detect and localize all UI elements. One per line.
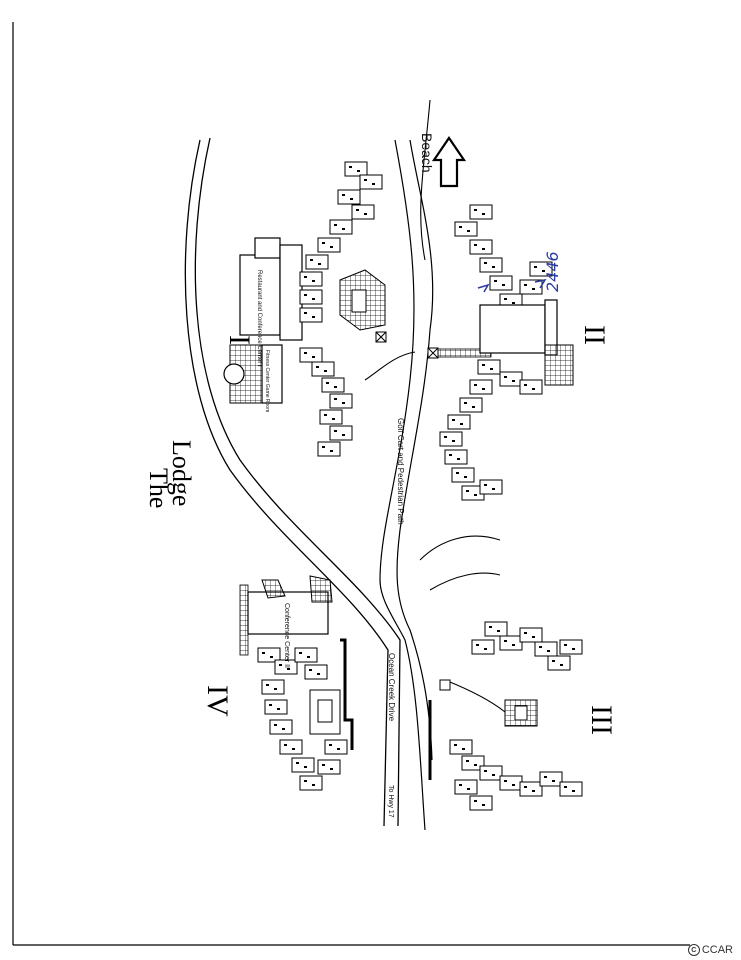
building-number-iv: IV (201, 685, 234, 717)
conference-center-ii-label: Conference Center II (283, 603, 290, 668)
driveway-curve (364, 351, 416, 381)
unit-arrow-right (534, 278, 547, 289)
building-ii (439, 204, 574, 501)
title-the: The (144, 468, 173, 508)
golf-cart-path-left (379, 139, 426, 831)
building-iv (239, 575, 354, 791)
ocean-creek-drive-label: Ocean Creek Drive (387, 653, 396, 722)
beach-arrow (431, 136, 467, 188)
building-iii (428, 621, 583, 811)
unit-arrow-left (477, 283, 490, 293)
building-i (223, 161, 386, 457)
golf-cart-path-right (396, 139, 434, 761)
to-hwy-17-label: To Hwy 17 (387, 785, 394, 818)
beach-label: Beach (419, 133, 435, 173)
ccar-watermark: C CCAR (687, 944, 733, 956)
copyright-icon: C (687, 944, 700, 956)
road-curve-south (419, 535, 501, 561)
building-number-ii: II (578, 325, 611, 345)
golf-cart-path-label: Golf Cart and Pedestrian Path (396, 418, 405, 525)
handwritten-unit-2446: 2446 (543, 251, 562, 292)
outer-road-inner-edge (184, 139, 389, 827)
fitness-center-label: Fitness Center Game Room (264, 350, 270, 412)
building-number-iii: III (585, 705, 618, 735)
building-number-i: I (223, 335, 256, 345)
restaurant-label: Restaurant and Conference Center I (256, 270, 262, 367)
ccar-text: CCAR (701, 944, 733, 956)
road-curve-south-2 (429, 572, 501, 591)
outer-road (194, 137, 401, 827)
title-lodge: Lodge (167, 440, 196, 506)
beach-access-path (420, 99, 431, 261)
